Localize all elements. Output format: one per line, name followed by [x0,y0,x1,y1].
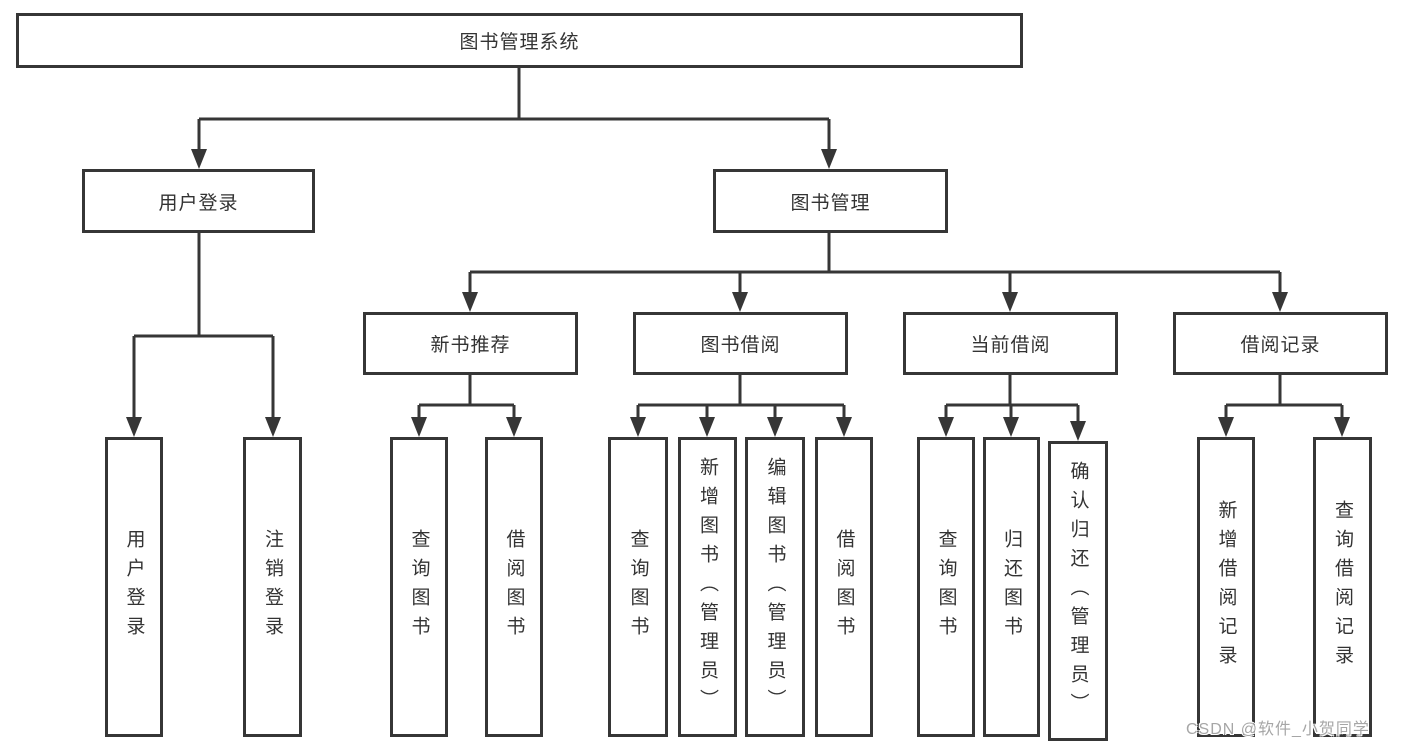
node-root-library-system: 图书管理系统 [16,13,1023,68]
node-current-borrowing: 当前借阅 [903,312,1118,375]
leaf-query-borrow-record: 查询借阅记录 [1313,437,1372,737]
leaf-borrow-books-recommend: 借阅图书 [485,437,543,737]
leaf-add-book-admin-label: 新增图书（管理员） [697,456,718,718]
leaf-confirm-return-admin-label: 确认归还（管理员） [1067,460,1089,722]
leaf-user-login-label: 用户登录 [123,529,145,645]
connector-borrow-records-children [1218,375,1350,437]
leaf-return-book-label: 归还图书 [1001,529,1022,645]
connector-user-login-children [126,233,281,437]
leaf-query-books-borrow: 查询图书 [608,437,668,737]
leaf-add-borrow-record-label: 新增借阅记录 [1215,500,1237,674]
leaf-logout-label: 注销登录 [262,529,283,645]
leaf-edit-book-admin: 编辑图书（管理员） [745,437,805,737]
leaf-query-books-recommend: 查询图书 [390,437,448,737]
leaf-return-book: 归还图书 [983,437,1040,737]
connector-root-to-level1 [191,68,837,169]
connector-book-borrow-children [630,375,852,437]
leaf-query-borrow-record-label: 查询借阅记录 [1332,500,1353,674]
connector-book-mgmt-sections [462,233,1288,312]
node-borrowing-records: 借阅记录 [1173,312,1388,375]
node-user-login: 用户登录 [82,169,315,233]
leaf-query-books-current-label: 查询图书 [935,529,957,645]
leaf-borrow-books: 借阅图书 [815,437,873,737]
leaf-query-books-recommend-label: 查询图书 [408,529,430,645]
connector-current-borrow-children [938,375,1086,441]
leaf-borrow-books-label: 借阅图书 [833,529,855,645]
node-book-borrowing: 图书借阅 [633,312,848,375]
leaf-confirm-return-admin: 确认归还（管理员） [1048,441,1108,741]
leaf-query-books-borrow-label: 查询图书 [627,529,649,645]
leaf-user-login: 用户登录 [105,437,163,737]
leaf-query-books-current: 查询图书 [917,437,975,737]
connector-new-book-rec-children [411,375,522,437]
csdn-watermark: CSDN @软件_小贺同学 [1186,721,1370,738]
leaf-add-borrow-record: 新增借阅记录 [1197,437,1255,737]
leaf-edit-book-admin-label: 编辑图书（管理员） [764,456,786,718]
leaf-borrow-books-recommend-label: 借阅图书 [503,529,525,645]
leaf-logout: 注销登录 [243,437,302,737]
node-new-book-recommend: 新书推荐 [363,312,578,375]
leaf-add-book-admin: 新增图书（管理员） [678,437,737,737]
node-book-management: 图书管理 [713,169,948,233]
